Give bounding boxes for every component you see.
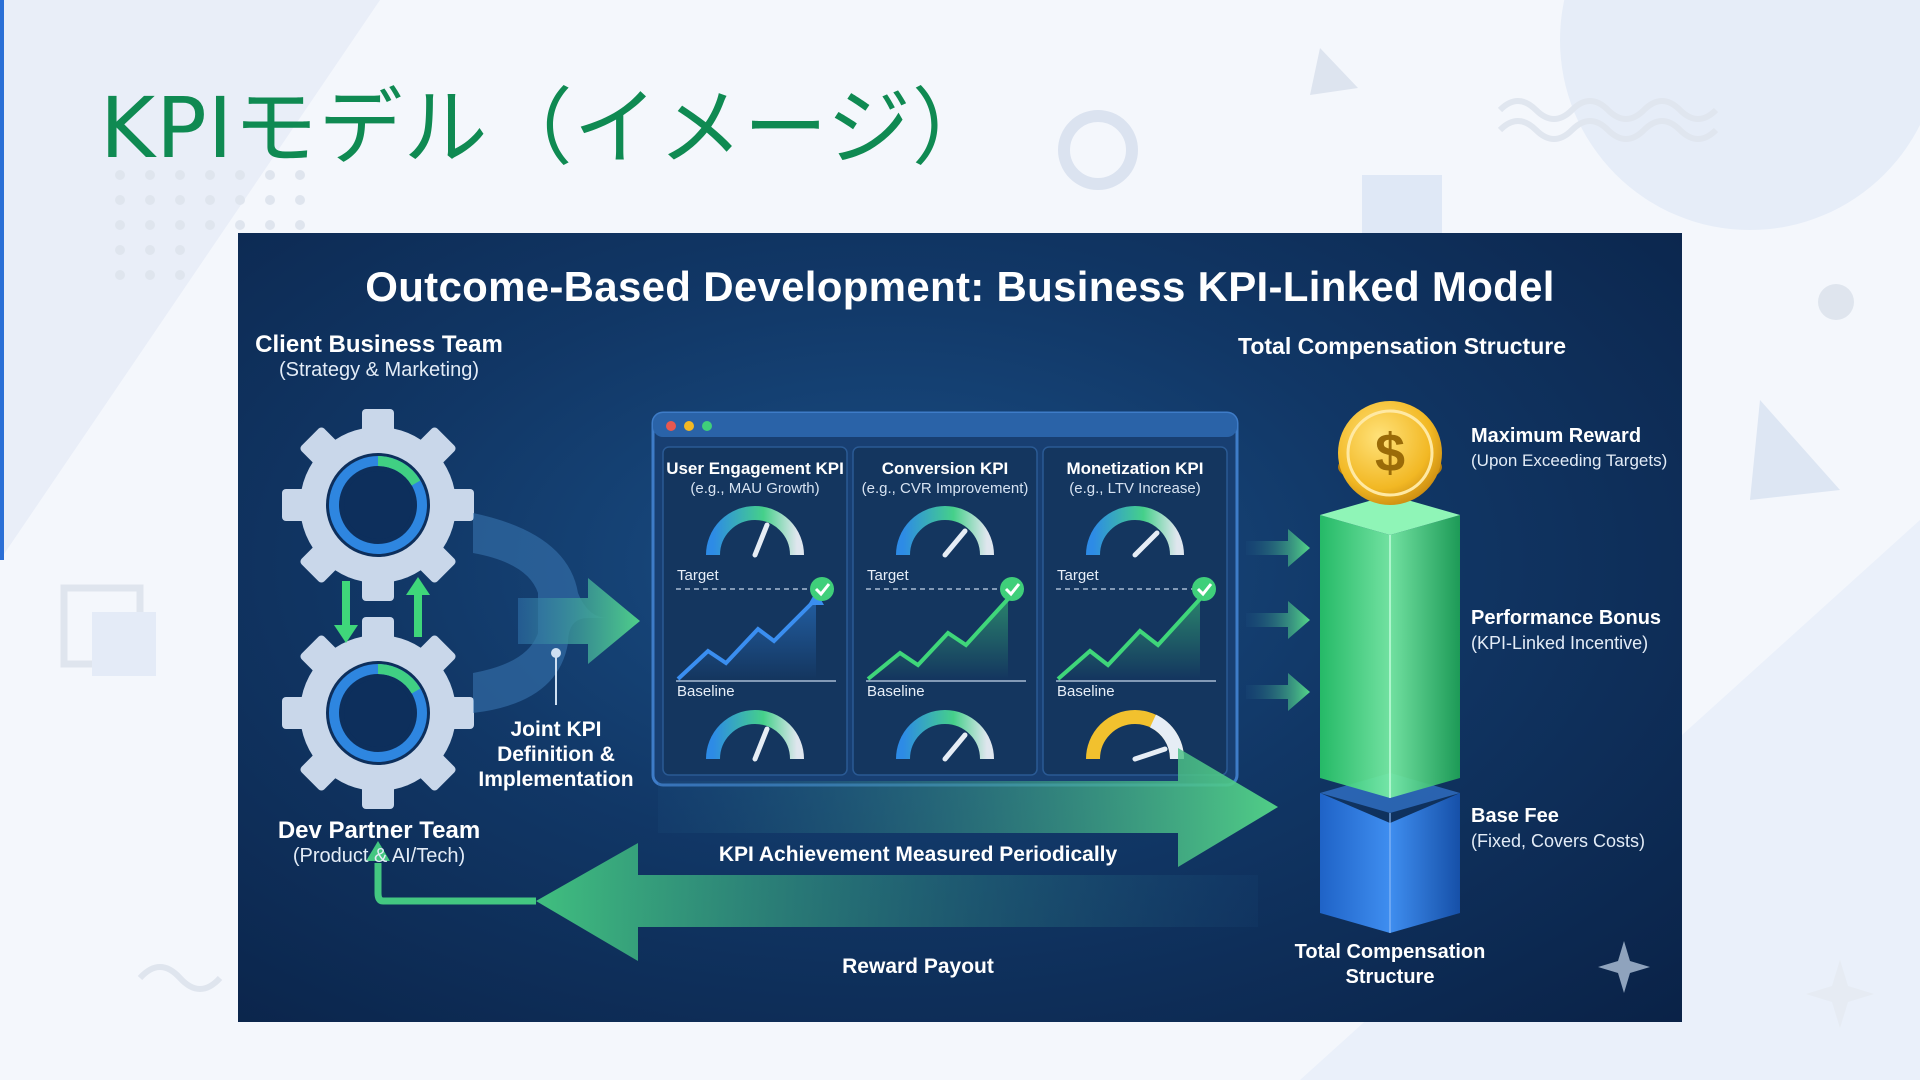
kpi-example: (e.g., CVR Improvement) [861, 480, 1029, 497]
compensation-header: Total Compensation Structure [1238, 333, 1566, 359]
gear-icon [282, 617, 474, 809]
client-team-name: Client Business Team [255, 331, 503, 358]
kpi-example: (e.g., LTV Increase) [1069, 480, 1201, 497]
growth-chart-icon [1056, 588, 1216, 682]
gauge-icon [1086, 506, 1184, 558]
funnel-arrow [473, 513, 640, 713]
svg-text:$: $ [1375, 423, 1405, 483]
kpi-measure-label: KPI Achievement Measured Periodically [718, 843, 1118, 866]
growth-chart-icon [866, 588, 1026, 682]
gauge-icon [896, 506, 994, 558]
compensation-footer-line1: Total Compensation [1294, 941, 1486, 963]
dev-team-subtitle: (Product & AI/Tech) [292, 845, 466, 867]
client-team-subtitle: (Strategy & Marketing) [278, 359, 480, 381]
dollar-coin-icon: $ [1338, 401, 1442, 505]
tier-desc: (KPI-Linked Incentive) [1471, 633, 1649, 653]
check-icon [810, 577, 834, 601]
baseline-label: Baseline [867, 683, 925, 700]
tier-desc: (Fixed, Covers Costs) [1471, 831, 1646, 851]
kpi-title: Monetization KPI [1066, 459, 1204, 478]
check-icon [1000, 577, 1024, 601]
dev-team-name: Dev Partner Team [277, 817, 481, 844]
kpi-dashboard-window [651, 411, 1239, 787]
tier-desc: (Upon Exceeding Targets) [1471, 451, 1668, 470]
gauge-icon [706, 710, 804, 762]
compensation-tower [1320, 495, 1460, 933]
check-icon [1192, 577, 1216, 601]
tier-name: Maximum Reward [1471, 425, 1642, 447]
target-label: Target [1057, 567, 1099, 584]
left-accent-bar [0, 0, 4, 560]
baseline-label: Baseline [677, 683, 735, 700]
gauge-icon [706, 506, 804, 558]
kpi-title: User Engagement KPI [666, 459, 844, 478]
baseline-label: Baseline [1057, 683, 1115, 700]
joint-kpi-line3: Implementation [478, 768, 634, 791]
target-label: Target [677, 567, 719, 584]
joint-kpi-line2: Definition & [497, 743, 615, 766]
page-title: KPIモデル（イメージ） [100, 79, 997, 177]
gauge-icon [896, 710, 994, 762]
tier-name: Performance Bonus [1471, 607, 1662, 629]
kpi-example: (e.g., MAU Growth) [690, 480, 820, 497]
sparkle-icon [1598, 941, 1650, 993]
diagram-graphics: $ [282, 401, 1650, 993]
compensation-footer-line2: Structure [1345, 966, 1435, 988]
diagram-title: Outcome-Based Development: Business KPI-… [365, 263, 1555, 310]
kpi-measure-arrow [658, 748, 1278, 867]
dashboard-to-tower-arrows [1246, 529, 1310, 711]
reward-payout-arrow [366, 841, 1258, 961]
tier-name: Base Fee [1471, 805, 1559, 827]
kpi-title: Conversion KPI [881, 459, 1009, 478]
kpi-model-diagram: $ Outcome-Based Development: Business KP… [238, 233, 1682, 1022]
joint-kpi-line1: Joint KPI [510, 718, 602, 741]
reward-payout-label: Reward Payout [842, 955, 994, 978]
gear-icon [282, 409, 474, 601]
gauge-icon [1086, 710, 1185, 762]
target-label: Target [867, 567, 909, 584]
sync-arrows-icon [334, 577, 430, 643]
